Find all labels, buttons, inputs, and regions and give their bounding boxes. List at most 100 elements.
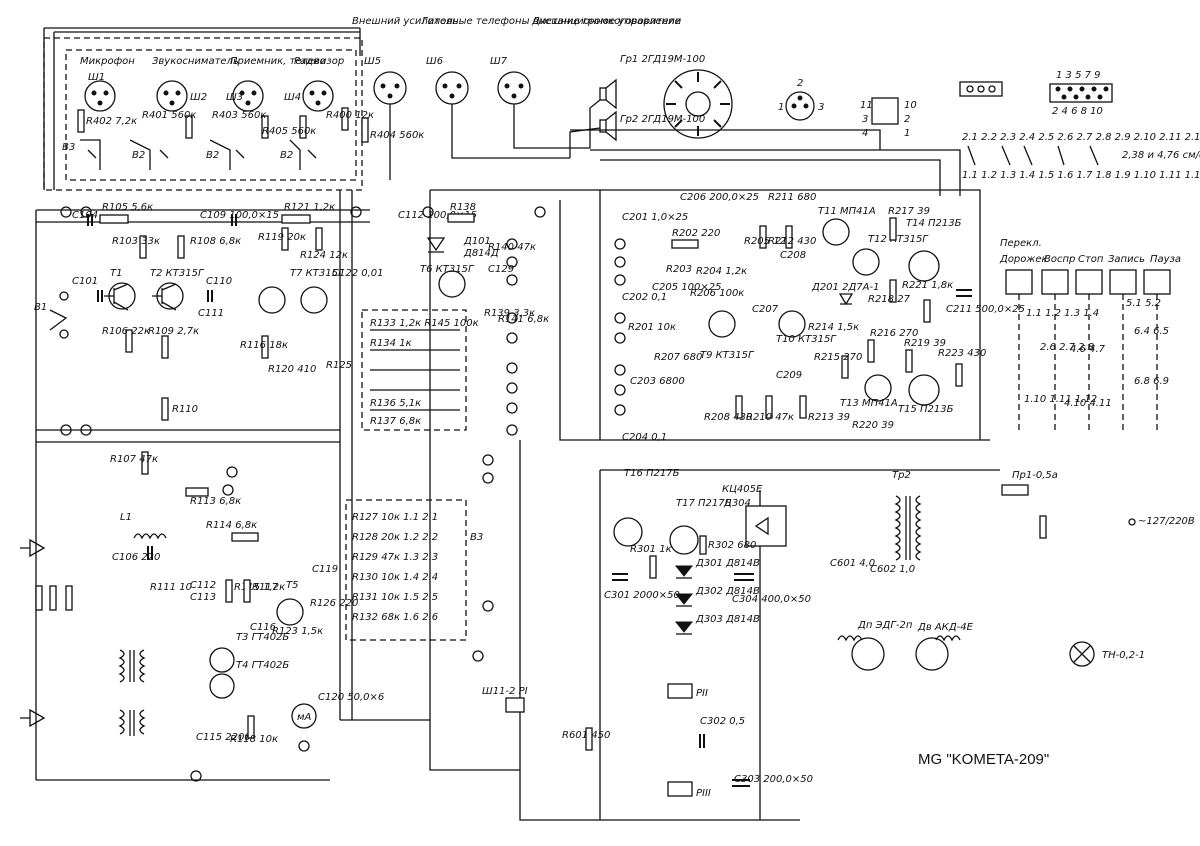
r215 [841, 355, 849, 379]
t4-label: T4 ГТ402Б [236, 660, 289, 671]
r116-label: R116 18к [240, 340, 288, 351]
sh3-label: Ш3 [226, 92, 243, 103]
c109-label: C109 100,0×15 [200, 210, 279, 221]
sh1-label: Ш1 [88, 72, 105, 83]
r121-label: R121 1,2к [284, 202, 335, 213]
power-amp-stage: Д201 2Д7А-1 R214 1,5к T11 МП41А T12 КТ31… [808, 206, 1025, 431]
d304-label: Д304 [723, 498, 751, 509]
t9-label: T9 КТ315Г [700, 350, 755, 361]
r124-label: R124 12к [300, 250, 348, 261]
speed-switch: 2.1 2.2 2.3 2.4 2.5 2.6 2.7 2.8 2.9 2.10… [962, 132, 1200, 181]
svg-text:мА: мА [297, 712, 312, 723]
transistor-t7-left [258, 286, 286, 314]
c101-label: C101 [72, 276, 98, 287]
svg-text:R137 6,8к: R137 6,8к [370, 416, 421, 427]
r115 [225, 579, 233, 603]
c116-label: C116 [250, 622, 276, 633]
c201-label: C201 1,0×25 [622, 212, 688, 223]
r402 [77, 109, 85, 133]
rotary-selector [663, 69, 733, 139]
t2-label: T2 КТ315Г [150, 268, 205, 279]
transistor-t9 [708, 310, 736, 338]
r403-label: R403 560к [212, 110, 266, 121]
header-labels: Внешний усилитель Головные телефоны внеш… [352, 16, 682, 27]
r217 [889, 217, 897, 241]
r107 [141, 451, 149, 475]
r405 [299, 115, 307, 139]
transistor-t6 [438, 270, 466, 298]
svg-text:1.10 1.11 1.12: 1.10 1.11 1.12 [1024, 394, 1097, 405]
sh4-label: Ш4 [284, 92, 301, 103]
speaker1-label: Гр1 2ГД19М-100 [620, 54, 705, 65]
svg-text:1.1 1.2 1.3 1.4: 1.1 1.2 1.3 1.4 [1026, 308, 1099, 319]
r302-label: R302 680 [708, 540, 756, 551]
radio-label: Радио [294, 56, 326, 67]
c110-label: C110 [206, 276, 232, 287]
c115-label: C115 2200 [196, 732, 251, 743]
r117 [243, 579, 251, 603]
svg-text:5.1 5.2: 5.1 5.2 [1126, 298, 1161, 309]
svg-text:R134 1к: R134 1к [370, 338, 412, 349]
svg-text:R130 10к 1.4 2.4: R130 10к 1.4 2.4 [352, 572, 438, 583]
mode-pause: Пауза [1150, 254, 1181, 265]
mode-play: Воспр [1044, 254, 1075, 265]
r216 [867, 339, 875, 363]
r107-label: R107 47к [110, 454, 158, 465]
r218 [889, 279, 897, 303]
r404 [361, 117, 369, 143]
r206-label: R206 100к [690, 288, 744, 299]
din-socket-sh7: Ш7 [490, 56, 531, 105]
r110-label: R110 [172, 404, 198, 415]
speaker-gr2: Гр2 2ГД19М-100 [599, 110, 705, 142]
r113-label: R113 6,8к [190, 496, 241, 507]
transistor-t5 [276, 598, 304, 626]
output-sockets: Ш5 Ш6 Ш7 [364, 56, 531, 105]
r217-label: R217 39 [888, 206, 930, 217]
r213-label: R213 39 [808, 412, 850, 423]
c303-label: C303 200,0×50 [734, 774, 813, 785]
c209-label: C209 [776, 370, 802, 381]
motor-label: Дп ЭДГ-2п [857, 620, 913, 631]
input-block-inner [65, 49, 357, 181]
wiring [35, 27, 1000, 821]
motor-akd [915, 637, 949, 671]
r119-label: R119 20к [258, 232, 306, 243]
c203-label: C203 6800 [630, 376, 685, 387]
r211-label: R211 680 [768, 192, 816, 203]
r125-label: R125 [326, 360, 352, 371]
r218-label: R218 27 [868, 294, 911, 305]
svg-text:2.1 2.2 2.3 2.4 2.5 2.6 2.7 2.: 2.1 2.2 2.3 2.4 2.5 2.6 2.7 2.8 2.9 2.10… [962, 132, 1200, 143]
transistor-t7 [300, 286, 328, 314]
r121 [281, 214, 311, 224]
r123-label: R123 1,5к [272, 626, 323, 637]
r702 [49, 585, 57, 611]
din-socket-sh6: Ш6 [426, 56, 469, 105]
r204-label: R204 1,2к [696, 266, 747, 277]
c202-label: C202 0,1 [622, 292, 667, 303]
din-socket-sh4: Ш4 [284, 80, 334, 112]
r111-label: R111 10 [150, 582, 192, 593]
svg-text:1: 1 [904, 128, 910, 139]
svg-text:В3: В3 [470, 532, 483, 543]
t14-label: T14 П213Б [906, 218, 962, 229]
speaker2-label: Гр2 2ГД19М-100 [620, 114, 705, 125]
lamp-tn [1069, 641, 1095, 667]
d101-label: Д101 [463, 236, 491, 247]
d814d-label: Д814Д [463, 248, 499, 259]
r210-label: R210 47к [746, 412, 794, 423]
t10-label: T10 КТ315Г [776, 334, 837, 345]
transistor-t15 [908, 374, 940, 406]
svg-text:4.10 4.11: 4.10 4.11 [1064, 398, 1112, 409]
d301-label: Д301 Д814В [695, 558, 760, 569]
r141-label: R141 6,8к [498, 314, 549, 325]
svg-text:3: 3 [818, 102, 824, 113]
transistor-t11 [822, 218, 850, 246]
r302 [699, 535, 707, 555]
t7-label: T7 КТ315Г [290, 268, 345, 279]
r213 [799, 395, 807, 419]
d303-label: Д303 Д814В [695, 614, 760, 625]
transistor-t14 [908, 250, 940, 282]
pickup-label: Звукосниматель [152, 56, 239, 67]
